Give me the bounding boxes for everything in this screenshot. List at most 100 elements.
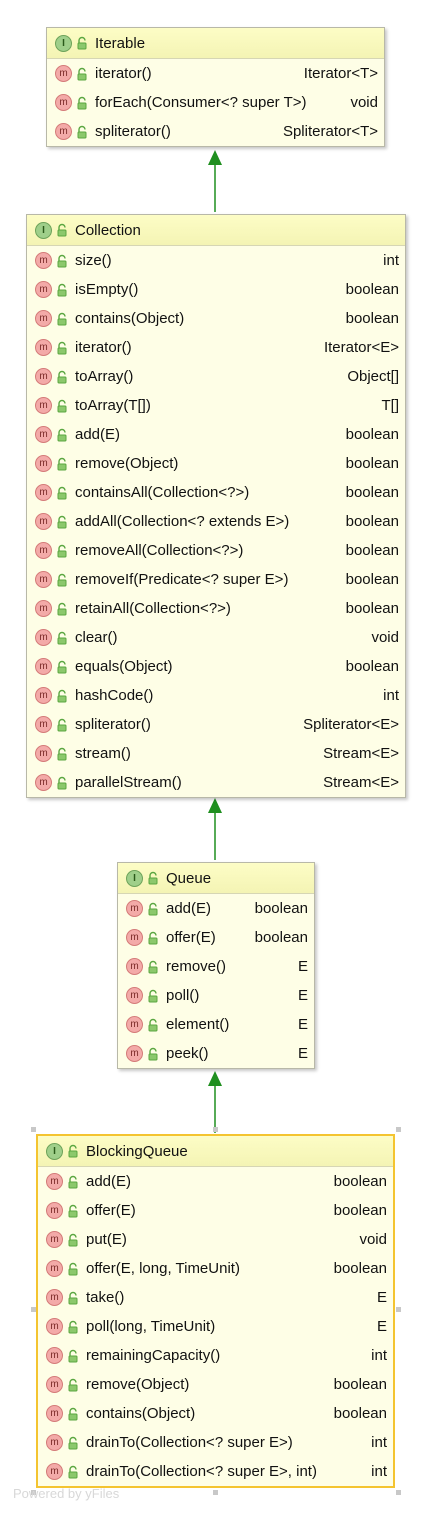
method-return-type: boolean <box>333 1173 387 1190</box>
method-name: offer(E) <box>166 929 216 946</box>
selection-handle[interactable] <box>213 1127 218 1132</box>
method-name: parallelStream() <box>75 774 182 791</box>
edge-collection-to-iterable <box>208 150 222 212</box>
method-return-type: int <box>383 252 399 269</box>
node-title: Collection <box>75 221 141 239</box>
method-return-type: boolean <box>345 484 399 501</box>
node-header: I Queue <box>118 863 314 894</box>
method-return-type: void <box>371 629 399 646</box>
selection-handle[interactable] <box>396 1307 401 1312</box>
method-return-type: boolean <box>345 600 399 617</box>
method-icon: m <box>55 123 72 140</box>
node-title: Queue <box>166 869 212 887</box>
public-lock-icon <box>57 515 67 528</box>
method-name: contains(Object) <box>75 310 185 327</box>
public-lock-icon <box>148 960 158 973</box>
public-lock-icon <box>77 96 87 109</box>
method-icon: m <box>46 1318 63 1335</box>
selection-handle[interactable] <box>396 1127 401 1132</box>
public-lock-icon <box>68 1233 78 1246</box>
public-lock-icon <box>148 1018 158 1031</box>
selection-handle[interactable] <box>213 1490 218 1495</box>
method-return-type: boolean <box>345 310 399 327</box>
interface-icon: I <box>35 221 52 239</box>
selection-handle[interactable] <box>31 1490 36 1495</box>
selection-handle[interactable] <box>31 1127 36 1132</box>
public-lock-icon <box>148 871 158 885</box>
method-icon: m <box>126 1045 143 1062</box>
public-lock-icon <box>68 1175 78 1188</box>
method-icon: m <box>35 542 52 559</box>
method-return-type: Spliterator<E> <box>303 716 399 733</box>
selection-handle[interactable] <box>31 1307 36 1312</box>
public-lock-icon <box>148 931 158 944</box>
public-lock-icon <box>68 1465 78 1478</box>
method-return-type: E <box>376 1318 387 1335</box>
method-name: add(E) <box>75 426 121 443</box>
method-icon: m <box>35 600 52 617</box>
method-name: toArray() <box>75 368 134 385</box>
node-title: BlockingQueue <box>86 1142 188 1160</box>
method-return-type: Stream<E> <box>323 774 399 791</box>
edge-queue-to-collection <box>208 798 222 860</box>
method-return-type: boolean <box>345 542 399 559</box>
public-lock-icon <box>57 689 67 702</box>
selection-handle[interactable] <box>396 1490 401 1495</box>
method-return-type: boolean <box>254 929 308 946</box>
public-lock-icon <box>57 283 67 296</box>
method-icon: m <box>35 745 52 762</box>
public-lock-icon <box>68 1320 78 1333</box>
method-return-type: boolean <box>345 455 399 472</box>
method-name: contains(Object) <box>86 1405 196 1422</box>
method-icon: m <box>46 1231 63 1248</box>
method-return-type: E <box>376 1289 387 1306</box>
public-lock-icon <box>68 1144 78 1158</box>
method-icon: m <box>46 1173 63 1190</box>
method-icon: m <box>35 513 52 530</box>
